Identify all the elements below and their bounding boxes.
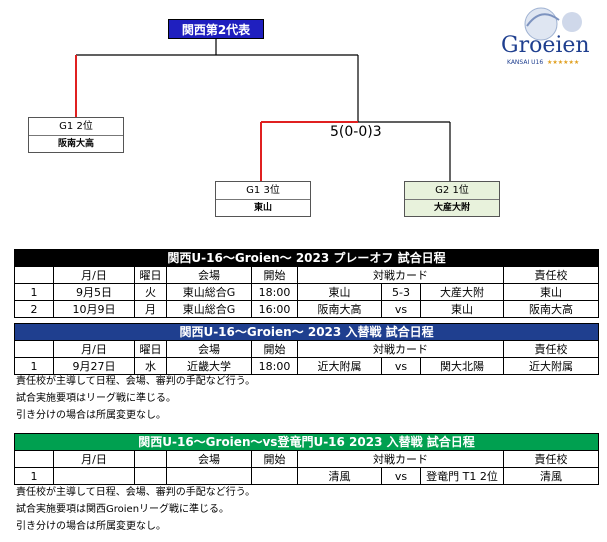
table-title: 関西U-16～Groien～vs登竜門U-16 2023 入替戦 試合日程 xyxy=(13,433,600,451)
team-box-daisandai: G2 1位 大産大附 xyxy=(404,181,500,217)
header-resp: 責任校 xyxy=(502,266,600,284)
cell-vs: vs xyxy=(381,467,421,485)
cell-resp: 東山 xyxy=(502,283,600,301)
cell-away: 登竜門 T1 2位 xyxy=(420,467,504,485)
cell-no: 2 xyxy=(14,300,54,318)
team-name: 阪南大高 xyxy=(57,139,94,149)
cell-start: 18:00 xyxy=(251,283,298,301)
header-date: 月/日 xyxy=(53,450,135,468)
cell-start: 16:00 xyxy=(251,300,298,318)
cell-venue: 東山総合G xyxy=(166,300,252,318)
header-no xyxy=(14,450,54,468)
cell-home: 阪南大高 xyxy=(297,300,382,318)
svg-text:KANSAI U16: KANSAI U16 xyxy=(507,59,543,66)
svg-text:★★★★★★: ★★★★★★ xyxy=(547,59,579,66)
replace1-table: 関西U-16～Groien～ 2023 入替戦 試合日程 月/日 曜日 会場 開… xyxy=(13,323,600,375)
table-title: 関西U-16～Groien～ 2023 プレーオフ 試合日程 xyxy=(13,249,600,267)
cell-score: vs xyxy=(381,300,421,318)
cell-no: 1 xyxy=(14,283,54,301)
header-resp: 責任校 xyxy=(502,450,600,468)
header-date: 月/日 xyxy=(53,340,135,358)
cell-date xyxy=(53,467,135,485)
header-date: 月/日 xyxy=(53,266,135,284)
bracket-lines xyxy=(75,39,451,181)
header-no xyxy=(14,266,54,284)
header-venue: 会場 xyxy=(166,340,252,358)
header-resp: 責任校 xyxy=(502,340,600,358)
cell-away: 東山 xyxy=(420,300,504,318)
logo-graphic-icon: Groeien KANSAI U16 ★★★★★★ xyxy=(501,7,590,66)
header-no xyxy=(14,340,54,358)
team-rank: G1 3位 xyxy=(216,182,310,200)
note-line: 引き分けの場合は所属変更なし。 xyxy=(16,410,166,421)
cell-date: 9月27日 xyxy=(53,357,135,375)
table-title: 関西U-16～Groien～ 2023 入替戦 試合日程 xyxy=(13,323,600,341)
cell-venue: 近畿大学 xyxy=(166,357,252,375)
cell-date: 9月5日 xyxy=(53,283,135,301)
header-card: 対戦カード xyxy=(297,266,504,284)
team-name: 大産大附 xyxy=(433,203,470,213)
header-day xyxy=(134,450,167,468)
replace1-notes: 責任校が主導して日程、会場、審判の手配など行う。 試合実施要項はリーグ戦に準じる… xyxy=(16,376,255,427)
cell-no: 1 xyxy=(14,357,54,375)
cell-start: 18:00 xyxy=(251,357,298,375)
team-rank: G2 1位 xyxy=(405,182,499,200)
champion-box: 関西第2代表 xyxy=(168,19,264,39)
cell-day: 火 xyxy=(134,283,167,301)
cell-away: 関大北陽 xyxy=(420,357,504,375)
table-row: 1 9月5日 火 東山総合G 18:00 東山 5-3 大産大附 東山 xyxy=(14,283,600,301)
team-name: 東山 xyxy=(253,203,272,213)
cell-day: 水 xyxy=(134,357,167,375)
header-day: 曜日 xyxy=(134,340,167,358)
cell-vs: vs xyxy=(381,357,421,375)
cell-home: 近大附属 xyxy=(297,357,382,375)
cell-resp: 近大附属 xyxy=(502,357,600,375)
match-score: 5(0-0)3 xyxy=(330,124,382,140)
table-row: 1 清風 vs 登竜門 T1 2位 清風 xyxy=(14,467,600,485)
replace2-notes: 責任校が主導して日程、会場、審判の手配など行う。 試合実施要項は関西Groien… xyxy=(16,487,255,538)
team-rank: G1 2位 xyxy=(29,118,123,136)
svg-text:Groeien: Groeien xyxy=(501,33,590,58)
cell-start xyxy=(251,467,298,485)
cell-date: 10月9日 xyxy=(53,300,135,318)
team-box-higashiyama: G1 3位 東山 xyxy=(215,181,311,217)
cell-home: 清風 xyxy=(297,467,382,485)
table-row: 1 9月27日 水 近畿大学 18:00 近大附属 vs 関大北陽 近大附属 xyxy=(14,357,600,375)
cell-day: 月 xyxy=(134,300,167,318)
groeien-logo: Groeien KANSAI U16 ★★★★★★ xyxy=(497,6,597,68)
note-line: 責任校が主導して日程、会場、審判の手配など行う。 xyxy=(16,487,256,498)
cell-away: 大産大附 xyxy=(420,283,504,301)
header-venue: 会場 xyxy=(166,266,252,284)
playoff-table: 関西U-16～Groien～ 2023 プレーオフ 試合日程 月/日 曜日 会場… xyxy=(13,249,600,318)
header-start: 開始 xyxy=(251,450,298,468)
table-row: 2 10月9日 月 東山総合G 16:00 阪南大高 vs 東山 阪南大高 xyxy=(14,300,600,318)
header-start: 開始 xyxy=(251,266,298,284)
note-line: 試合実施要項はリーグ戦に準じる。 xyxy=(16,393,176,404)
header-venue: 会場 xyxy=(166,450,252,468)
cell-venue: 東山総合G xyxy=(166,283,252,301)
header-start: 開始 xyxy=(251,340,298,358)
note-line: 試合実施要項は関西Groienリーグ戦に準じる。 xyxy=(16,504,230,515)
note-line: 引き分けの場合は所属変更なし。 xyxy=(16,521,166,532)
team-box-hannan: G1 2位 阪南大高 xyxy=(28,117,124,153)
cell-venue xyxy=(166,467,252,485)
replace2-table: 関西U-16～Groien～vs登竜門U-16 2023 入替戦 試合日程 月/… xyxy=(13,433,600,485)
header-card: 対戦カード xyxy=(297,340,504,358)
cell-resp: 阪南大高 xyxy=(502,300,600,318)
header-day: 曜日 xyxy=(134,266,167,284)
cell-day xyxy=(134,467,167,485)
header-card: 対戦カード xyxy=(297,450,504,468)
cell-home: 東山 xyxy=(297,283,382,301)
cell-score: 5-3 xyxy=(381,283,421,301)
cell-resp: 清風 xyxy=(502,467,600,485)
note-line: 責任校が主導して日程、会場、審判の手配など行う。 xyxy=(16,376,256,387)
cell-no: 1 xyxy=(14,467,54,485)
